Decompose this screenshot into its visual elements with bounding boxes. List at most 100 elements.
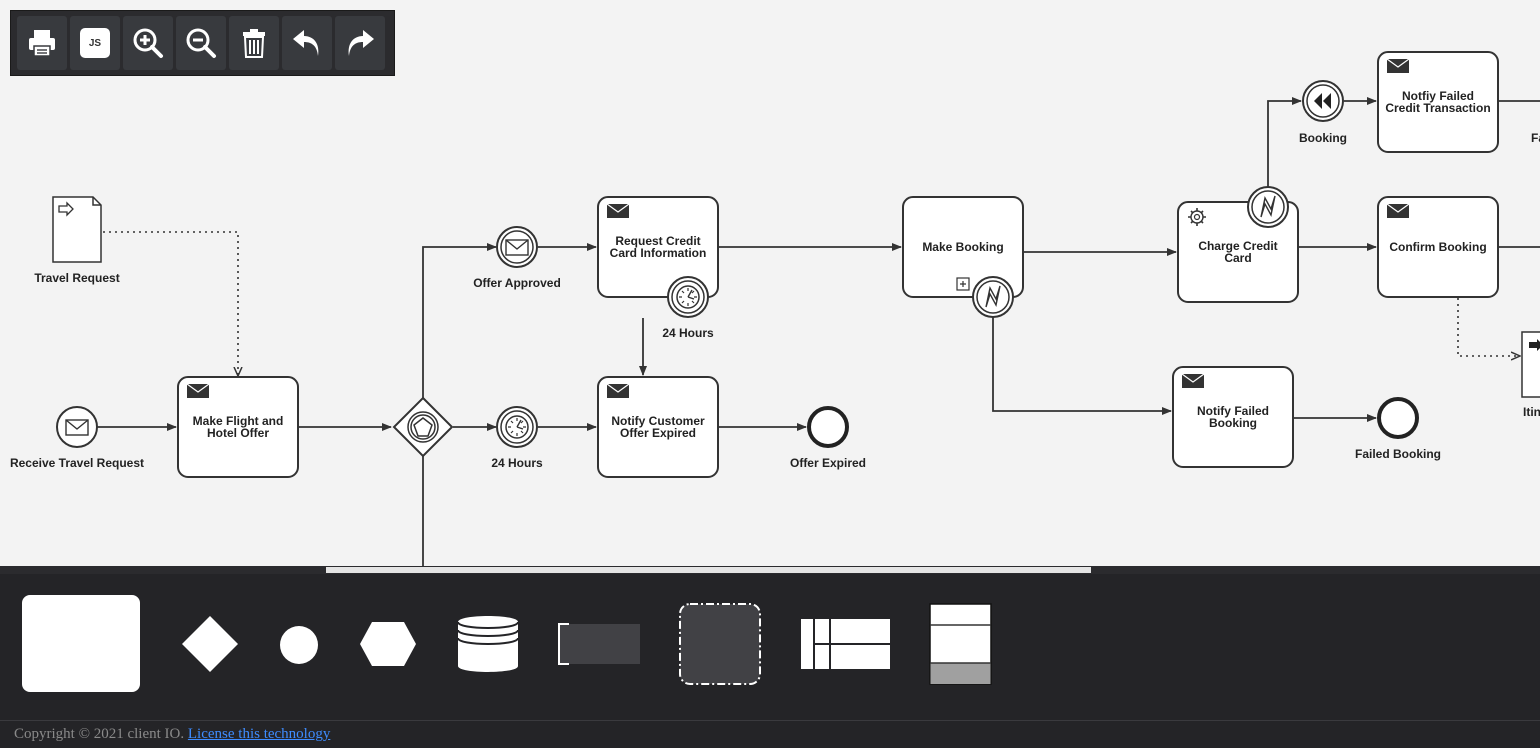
task-label-line2: Card Information bbox=[610, 246, 707, 260]
envelope-icon bbox=[65, 419, 89, 436]
task-label-line2: Booking bbox=[1209, 416, 1257, 430]
printer-icon bbox=[29, 30, 55, 57]
diagram-canvas[interactable]: Travel Request Receive Travel Request Ma… bbox=[0, 0, 1540, 566]
task-label-line1: Notify Failed bbox=[1197, 404, 1269, 418]
task-make-flight-hotel-offer[interactable]: Make Flight and Hotel Offer bbox=[177, 376, 299, 478]
task-notify-failed-booking[interactable]: Notify Failed Booking bbox=[1172, 366, 1294, 468]
redo-icon bbox=[348, 30, 374, 56]
js-icon: JS bbox=[80, 28, 110, 58]
label-booking: Booking bbox=[1299, 131, 1347, 145]
pentagon-icon bbox=[413, 417, 433, 437]
boundary-error-make-booking[interactable] bbox=[972, 276, 1014, 318]
bpmn-diagram[interactable]: Travel Request Receive Travel Request Ma… bbox=[0, 0, 1540, 566]
label-failed-booking: Failed Booking bbox=[1355, 447, 1441, 461]
stencil-text-annotation[interactable] bbox=[557, 622, 641, 666]
task-label-line2: Card bbox=[1224, 251, 1251, 265]
task-label-line2: Hotel Offer bbox=[207, 426, 269, 440]
timer-event-24-hours[interactable] bbox=[496, 406, 538, 448]
zoom-out-button[interactable] bbox=[176, 16, 226, 70]
task-notify-customer-offer-expired[interactable]: Notify Customer Offer Expired bbox=[597, 376, 719, 478]
horizontal-scrollbar[interactable] bbox=[0, 566, 1540, 574]
boundary-timer-24-hours[interactable] bbox=[667, 276, 709, 318]
task-notify-failed-credit-transaction[interactable]: Notfiy Failed Credit Transaction bbox=[1377, 51, 1499, 153]
clock-icon bbox=[676, 285, 700, 309]
flow-gateway-to-approved[interactable] bbox=[422, 243, 497, 398]
undo-icon bbox=[293, 30, 319, 56]
input-arrow-icon bbox=[58, 201, 74, 217]
stencil-data-object[interactable] bbox=[929, 603, 993, 687]
redo-button[interactable] bbox=[335, 16, 385, 70]
output-arrow-icon bbox=[1529, 339, 1540, 351]
stencil-conversation[interactable] bbox=[358, 620, 418, 668]
task-label-line2: Offer Expired bbox=[620, 426, 696, 440]
send-message-icon bbox=[606, 203, 630, 218]
task-label-line1: Make Flight and bbox=[193, 414, 284, 428]
task-label: Confirm Booking bbox=[1389, 240, 1486, 254]
zoom-out-icon bbox=[186, 28, 216, 58]
footer-text: Copyright © 2021 client IO. License this… bbox=[14, 726, 330, 743]
rewind-icon bbox=[1314, 93, 1331, 109]
end-event-failed-booking[interactable] bbox=[1377, 397, 1419, 439]
error-icon bbox=[985, 285, 1001, 308]
stencil-activity[interactable] bbox=[22, 595, 140, 692]
task-request-credit-card-info[interactable]: Request Credit Card Information bbox=[597, 196, 719, 298]
task-label-line1: Charge Credit bbox=[1198, 239, 1277, 253]
scrollbar-thumb[interactable] bbox=[326, 567, 1091, 573]
task-label-line1: Notify Customer bbox=[611, 414, 705, 428]
boundary-error-charge-credit-card[interactable] bbox=[1247, 186, 1289, 228]
copyright-text: Copyright © 2021 client IO. bbox=[14, 726, 188, 742]
send-message-icon bbox=[186, 383, 210, 398]
event-based-gateway[interactable] bbox=[392, 396, 454, 458]
association-travel-request[interactable] bbox=[103, 231, 238, 376]
undo-button[interactable] bbox=[282, 16, 332, 70]
zoom-in-icon bbox=[133, 28, 163, 58]
print-button[interactable] bbox=[17, 16, 67, 70]
task-label-line2: Credit Transaction bbox=[1385, 101, 1490, 115]
trash-icon bbox=[243, 29, 265, 58]
start-event-receive-travel-request[interactable] bbox=[56, 406, 98, 448]
label-travel-request: Travel Request bbox=[34, 271, 119, 285]
label-offer-approved: Offer Approved bbox=[473, 276, 561, 290]
flow-charge-error-to-booking[interactable] bbox=[1267, 97, 1302, 188]
send-message-icon bbox=[606, 383, 630, 398]
end-event-offer-expired[interactable] bbox=[807, 406, 849, 448]
task-confirm-booking[interactable]: Confirm Booking bbox=[1377, 196, 1499, 298]
clock-icon bbox=[505, 415, 529, 439]
task-label-line1: Request Credit bbox=[615, 234, 700, 248]
flow-booking-error-to-notify[interactable] bbox=[992, 316, 1172, 415]
label-cut-itin: Itin bbox=[1523, 405, 1540, 419]
association-itinerary[interactable] bbox=[1457, 298, 1520, 356]
envelope-icon bbox=[505, 239, 529, 256]
task-label: Make Booking bbox=[922, 240, 1003, 254]
send-message-icon bbox=[1181, 373, 1205, 388]
export-js-button[interactable]: JS bbox=[70, 16, 120, 70]
compensation-event-booking[interactable] bbox=[1302, 80, 1344, 122]
stencil-pool[interactable] bbox=[800, 618, 892, 670]
label-cut-fa: Fa bbox=[1531, 131, 1540, 145]
error-icon bbox=[1260, 195, 1276, 218]
zoom-in-button[interactable] bbox=[123, 16, 173, 70]
label-offer-expired: Offer Expired bbox=[790, 456, 866, 470]
label-24-hours-bottom: 24 Hours bbox=[491, 456, 543, 470]
stencil-gateway[interactable] bbox=[180, 614, 240, 674]
sequence-flows bbox=[96, 97, 1540, 566]
service-gear-icon bbox=[1188, 208, 1206, 226]
stencil-data-store[interactable] bbox=[456, 612, 520, 676]
toolbar: JS bbox=[10, 10, 395, 76]
subprocess-make-booking[interactable]: Make Booking bbox=[902, 196, 1024, 298]
footer: Copyright © 2021 client IO. License this… bbox=[0, 720, 1540, 748]
data-object-travel-request[interactable] bbox=[52, 196, 102, 263]
license-link[interactable]: License this technology bbox=[187, 726, 331, 742]
stencil-group[interactable] bbox=[678, 602, 762, 686]
stencil-palette bbox=[0, 574, 1540, 720]
delete-button[interactable] bbox=[229, 16, 279, 70]
send-message-icon bbox=[1386, 58, 1410, 73]
stencil-event[interactable] bbox=[278, 624, 320, 666]
data-object-itinerary[interactable] bbox=[1521, 331, 1540, 398]
label-receive-travel-request: Receive Travel Request bbox=[10, 456, 144, 470]
task-label-line1: Notfiy Failed bbox=[1402, 89, 1474, 103]
label-24-hours-top: 24 Hours bbox=[662, 326, 714, 340]
intermediate-event-offer-approved[interactable] bbox=[496, 226, 538, 268]
expand-icon[interactable] bbox=[956, 277, 970, 291]
send-message-icon bbox=[1386, 203, 1410, 218]
